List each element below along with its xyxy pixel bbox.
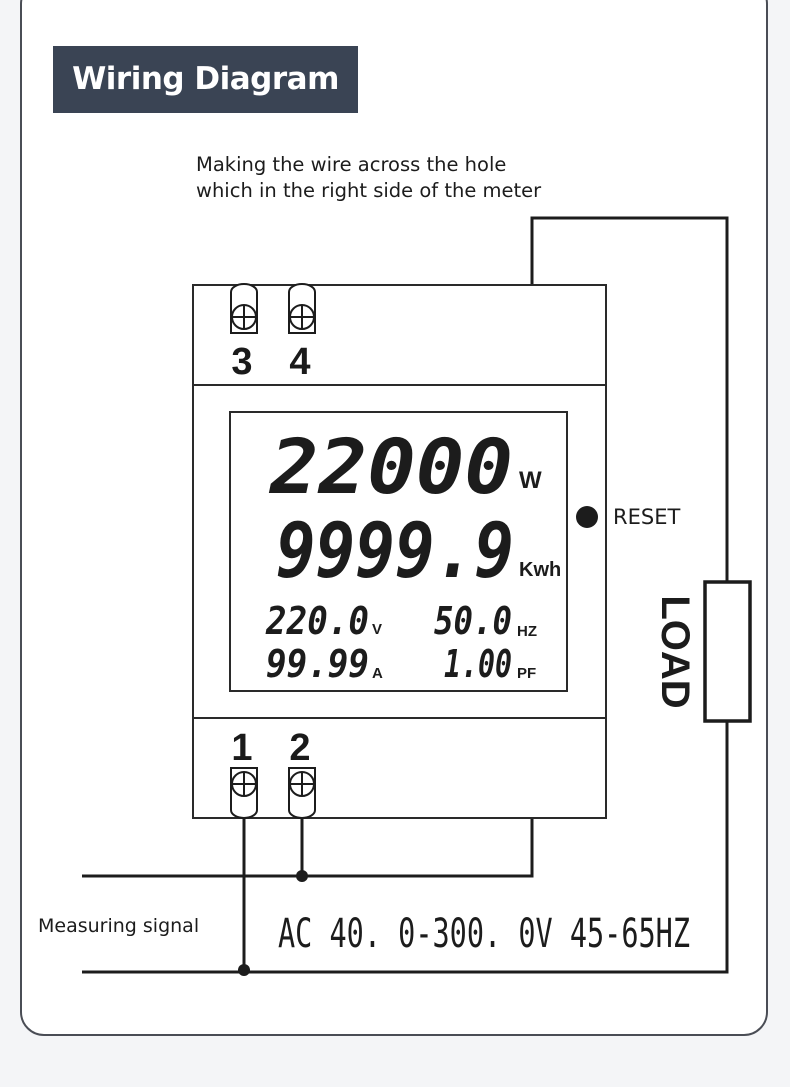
reset-label: RESET [613, 505, 680, 529]
energy-unit: Kwh [519, 559, 561, 581]
measuring-signal-label: Measuring signal [38, 915, 199, 937]
junction-dot-2 [296, 870, 308, 882]
power-factor-unit: PF [517, 665, 536, 682]
frequency-reading: 50.0 [434, 599, 512, 643]
wire-load-return [82, 721, 729, 974]
reset-button-dot [576, 506, 598, 528]
wiring-note-line-2: which in the right side of the meter [196, 179, 542, 202]
terminal-label-4: 4 [289, 341, 310, 383]
power-factor-reading: 1.00 [444, 642, 512, 686]
meter-bottom-section [192, 717, 607, 819]
wire-meter-return [82, 818, 534, 878]
junction-dot-1 [238, 964, 250, 976]
load-label: LOAD [653, 595, 697, 708]
frequency-unit: HZ [517, 623, 537, 640]
current-reading: 99.99 [266, 642, 369, 686]
voltage-unit: V [372, 621, 382, 638]
screw-terminal-4 [288, 283, 316, 334]
wiring-note: Making the wire across the hole which in… [196, 152, 616, 204]
wiring-note-line-1: Making the wire across the hole [196, 153, 507, 176]
screw-terminal-3 [230, 283, 258, 334]
power-reading: 22000 [268, 422, 513, 511]
energy-meter: 3 4 1 2 22000 W 9999.9 Kwh 220.0 V 50.0 … [192, 283, 607, 819]
terminal-label-1: 1 [231, 727, 252, 769]
current-unit: A [372, 665, 383, 682]
lcd-screen [229, 411, 568, 692]
page-title: Wiring Diagram [53, 46, 358, 113]
wire-through-hole [530, 216, 729, 582]
terminal-label-2: 2 [289, 727, 310, 769]
screw-terminal-1 [230, 767, 258, 819]
load-resistor [703, 580, 752, 723]
meter-top-section [192, 284, 607, 386]
voltage-reading: 220.0 [265, 599, 369, 643]
energy-reading: 9999.9 [276, 506, 514, 595]
terminal-label-3: 3 [231, 341, 252, 383]
power-unit: W [519, 467, 542, 494]
spec-label: AC 40. 0-300. 0V 45-65HZ [278, 911, 690, 957]
screw-terminal-2 [288, 767, 316, 819]
